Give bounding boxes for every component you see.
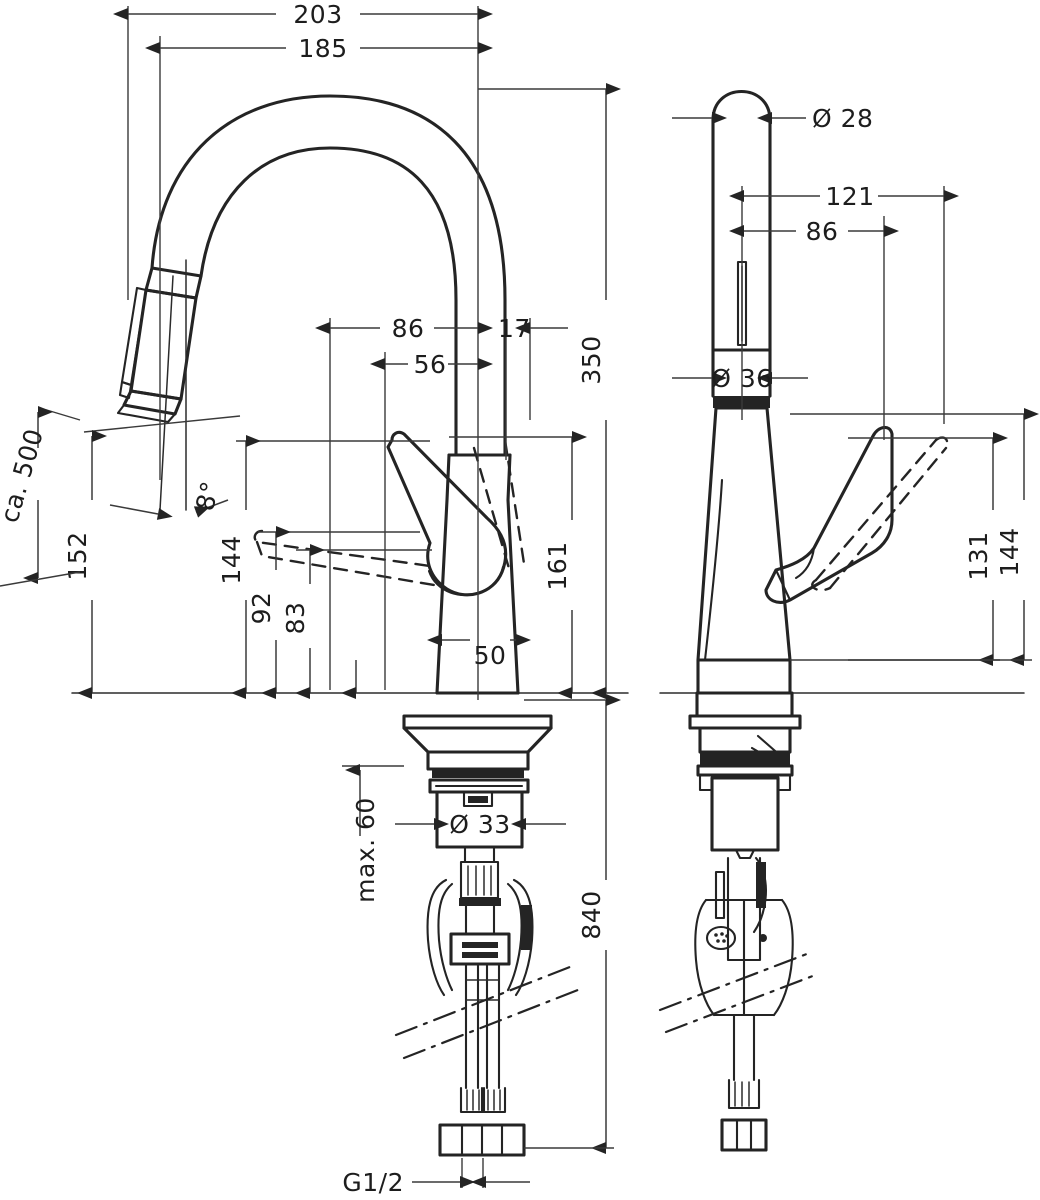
side-lever-dashed-hub — [811, 578, 832, 592]
side-lever-dashed-a — [814, 438, 938, 582]
dimension-56: 56 — [414, 350, 447, 379]
dimension-161: 161 — [543, 541, 572, 590]
side-lever-dashed-tip — [934, 436, 949, 450]
side-break-line-1 — [658, 950, 814, 1012]
front-lever-dashed-lower — [255, 540, 442, 588]
front-spout-inner — [199, 146, 458, 457]
dimension-203: 203 — [293, 0, 342, 29]
ext-ca500-top — [39, 407, 81, 421]
side-view-geometry — [658, 89, 1025, 1152]
front-spray-axis — [159, 275, 174, 511]
front-break-line-1 — [394, 963, 577, 1037]
dimension-diameter-28: Ø 28 — [812, 104, 873, 133]
dimension-83: 83 — [281, 602, 310, 635]
dimension-121: 121 — [825, 182, 874, 211]
side-mounting-shank — [698, 773, 792, 860]
side-body-base — [696, 658, 792, 695]
dimension-50: 50 — [474, 641, 507, 670]
side-dimensions: Ø 28 Ø 36 121 86 131 — [672, 104, 1039, 666]
ext-ca500-bottom — [0, 571, 81, 587]
dimline-8deg-right — [193, 499, 229, 518]
dimension-840: 840 — [577, 890, 606, 939]
dimension-diameter-33: Ø 33 — [449, 810, 510, 839]
dimension-g12: G1/2 — [342, 1168, 404, 1197]
front-lever-dashed-raised-b — [503, 438, 527, 572]
front-escutcheon — [402, 714, 553, 778]
front-lever-dashed-raised-a — [472, 446, 512, 574]
dimension-ca-500: ca. 500 — [0, 425, 49, 525]
dimension-185: 185 — [298, 34, 347, 63]
dimension-92: 92 — [247, 592, 276, 625]
side-body-edge — [703, 478, 724, 662]
side-escutcheon — [688, 691, 802, 777]
front-supply-assembly — [426, 845, 534, 1157]
front-lever-dashed-upper — [253, 529, 432, 568]
dimension-131: 131 — [964, 531, 993, 580]
dimension-max-60: max. 60 — [351, 797, 380, 903]
dimension-144-front: 144 — [217, 535, 246, 584]
front-break-line-2 — [402, 986, 585, 1060]
dimline-8deg-left — [109, 504, 173, 520]
dimension-8-degrees: 8° — [190, 478, 225, 514]
side-lever-handle — [764, 425, 894, 604]
side-spout-barrel — [711, 89, 772, 352]
dimension-144-side: 144 — [995, 527, 1024, 576]
front-spout-outer — [150, 94, 507, 457]
front-view-geometry — [71, 94, 629, 1157]
side-release-slot — [736, 260, 748, 347]
side-supply-assembly — [694, 856, 794, 1152]
side-break-line-2 — [664, 972, 820, 1034]
side-body-taper — [696, 406, 792, 662]
dimension-86-front: 86 — [392, 314, 425, 343]
front-spray-head — [116, 266, 203, 424]
side-lever-dashed-b — [828, 446, 948, 590]
dimension-17: 17 — [498, 314, 531, 343]
dimension-152: 152 — [63, 531, 92, 580]
ext-152-top — [83, 415, 241, 433]
front-dimensions: 203 185 86 17 56 350 — [0, 0, 621, 1197]
dimension-350: 350 — [577, 335, 606, 384]
front-lever-hub — [427, 565, 505, 596]
dimension-86-side: 86 — [806, 217, 839, 246]
